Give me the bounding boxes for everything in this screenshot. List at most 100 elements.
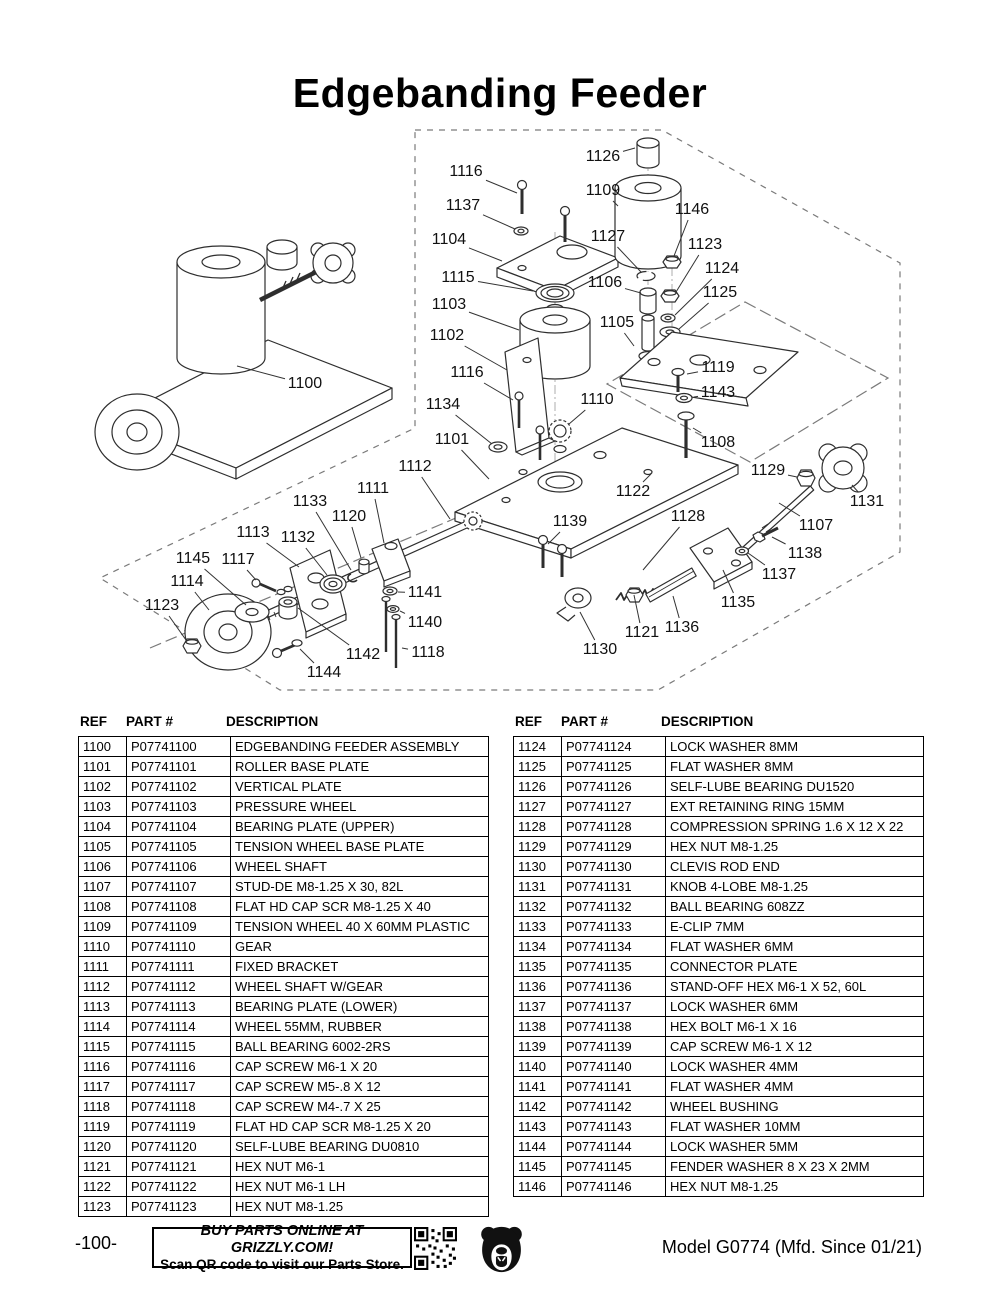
part-number-cell: P07741110 (126, 936, 231, 957)
part-number-cell: P07741102 (126, 776, 231, 797)
leader-line (673, 219, 689, 257)
part-number-cell: P07741106 (126, 856, 231, 877)
leader-line (693, 395, 699, 398)
leader-line (851, 484, 859, 493)
description-cell: TENSION WHEEL BASE PLATE (230, 836, 489, 857)
ref-cell: 1134 (513, 936, 562, 957)
leader-line (568, 409, 586, 425)
leader-line (771, 536, 786, 545)
column-header: DESCRIPTION (226, 714, 319, 729)
part-number-cell: P07741109 (126, 916, 231, 937)
leader-line (421, 476, 451, 520)
page-number: -100- (75, 1233, 118, 1253)
description-cell: ROLLER BASE PLATE (230, 756, 489, 777)
banner-subline: Scan QR code to visit our Parts Store. (160, 1256, 404, 1272)
description-cell: CLEVIS ROD END (665, 856, 924, 877)
part-number-cell: P07741126 (561, 776, 666, 797)
leader-line (622, 147, 636, 152)
description-cell: HEX BOLT M6-1 X 16 (665, 1016, 924, 1037)
part-number-cell: P07741115 (126, 1036, 231, 1057)
part-number-cell: P07741136 (561, 976, 666, 997)
ref-cell: 1127 (513, 796, 562, 817)
description-cell: HEX NUT M8-1.25 (230, 1196, 489, 1217)
description-cell: GEAR (230, 936, 489, 957)
description-cell: LOCK WASHER 8MM (665, 736, 924, 757)
ref-cell: 1133 (513, 916, 562, 937)
leader-line (674, 278, 713, 316)
leader-line (468, 311, 520, 331)
part-number-cell: P07741100 (126, 736, 231, 757)
part-number-cell: P07741140 (561, 1056, 666, 1077)
leader-line (747, 552, 766, 566)
column-header: PART # (561, 714, 609, 729)
description-cell: E-CLIP 7MM (665, 916, 924, 937)
ref-cell: 1123 (78, 1196, 127, 1217)
ref-cell: 1141 (513, 1076, 562, 1097)
leader-line (399, 610, 406, 614)
leader-line (675, 254, 700, 293)
column-header: REF (515, 714, 542, 729)
leader-line (686, 371, 699, 375)
description-cell: SELF-LUBE BEARING DU1520 (665, 776, 924, 797)
part-number-cell: P07741123 (126, 1196, 231, 1217)
grizzly-bear-icon (481, 1226, 522, 1273)
ref-cell: 1144 (513, 1136, 562, 1157)
part-number-cell: P07741146 (561, 1176, 666, 1197)
ref-cell: 1143 (513, 1116, 562, 1137)
part-number-cell: P07741135 (561, 956, 666, 977)
description-cell: FLAT WASHER 10MM (665, 1116, 924, 1137)
leader-line (464, 345, 508, 371)
description-cell: FIXED BRACKET (230, 956, 489, 977)
exploded-parts-art (182, 137, 868, 671)
part-number-cell: P07741139 (561, 1036, 666, 1057)
leader-line (477, 280, 534, 292)
description-cell: BALL BEARING 608ZZ (665, 896, 924, 917)
description-cell: VERTICAL PLATE (230, 776, 489, 797)
description-cell: PRESSURE WHEEL (230, 796, 489, 817)
description-cell: LOCK WASHER 4MM (665, 1056, 924, 1077)
part-number-cell: P07741124 (561, 736, 666, 757)
part-number-cell: P07741120 (126, 1136, 231, 1157)
description-cell: CAP SCREW M5-.8 X 12 (230, 1076, 489, 1097)
ref-cell: 1104 (78, 816, 127, 837)
description-cell: FLAT WASHER 6MM (665, 936, 924, 957)
column-header: REF (80, 714, 107, 729)
description-cell: WHEEL SHAFT (230, 856, 489, 877)
leader-line (787, 474, 798, 478)
ref-cell: 1118 (78, 1096, 127, 1117)
ref-cell: 1132 (513, 896, 562, 917)
description-cell: EXT RETAINING RING 15MM (665, 796, 924, 817)
description-cell: FLAT HD CAP SCR M8-1.25 X 40 (230, 896, 489, 917)
ref-cell: 1108 (78, 896, 127, 917)
ref-cell: 1100 (78, 736, 127, 757)
ref-cell: 1117 (78, 1076, 127, 1097)
ref-cell: 1109 (78, 916, 127, 937)
description-cell: CAP SCREW M6-1 X 12 (665, 1036, 924, 1057)
part-number-cell: P07741108 (126, 896, 231, 917)
ref-cell: 1135 (513, 956, 562, 977)
ref-cell: 1121 (78, 1156, 127, 1177)
leader-line (678, 302, 709, 330)
part-number-cell: P07741118 (126, 1096, 231, 1117)
